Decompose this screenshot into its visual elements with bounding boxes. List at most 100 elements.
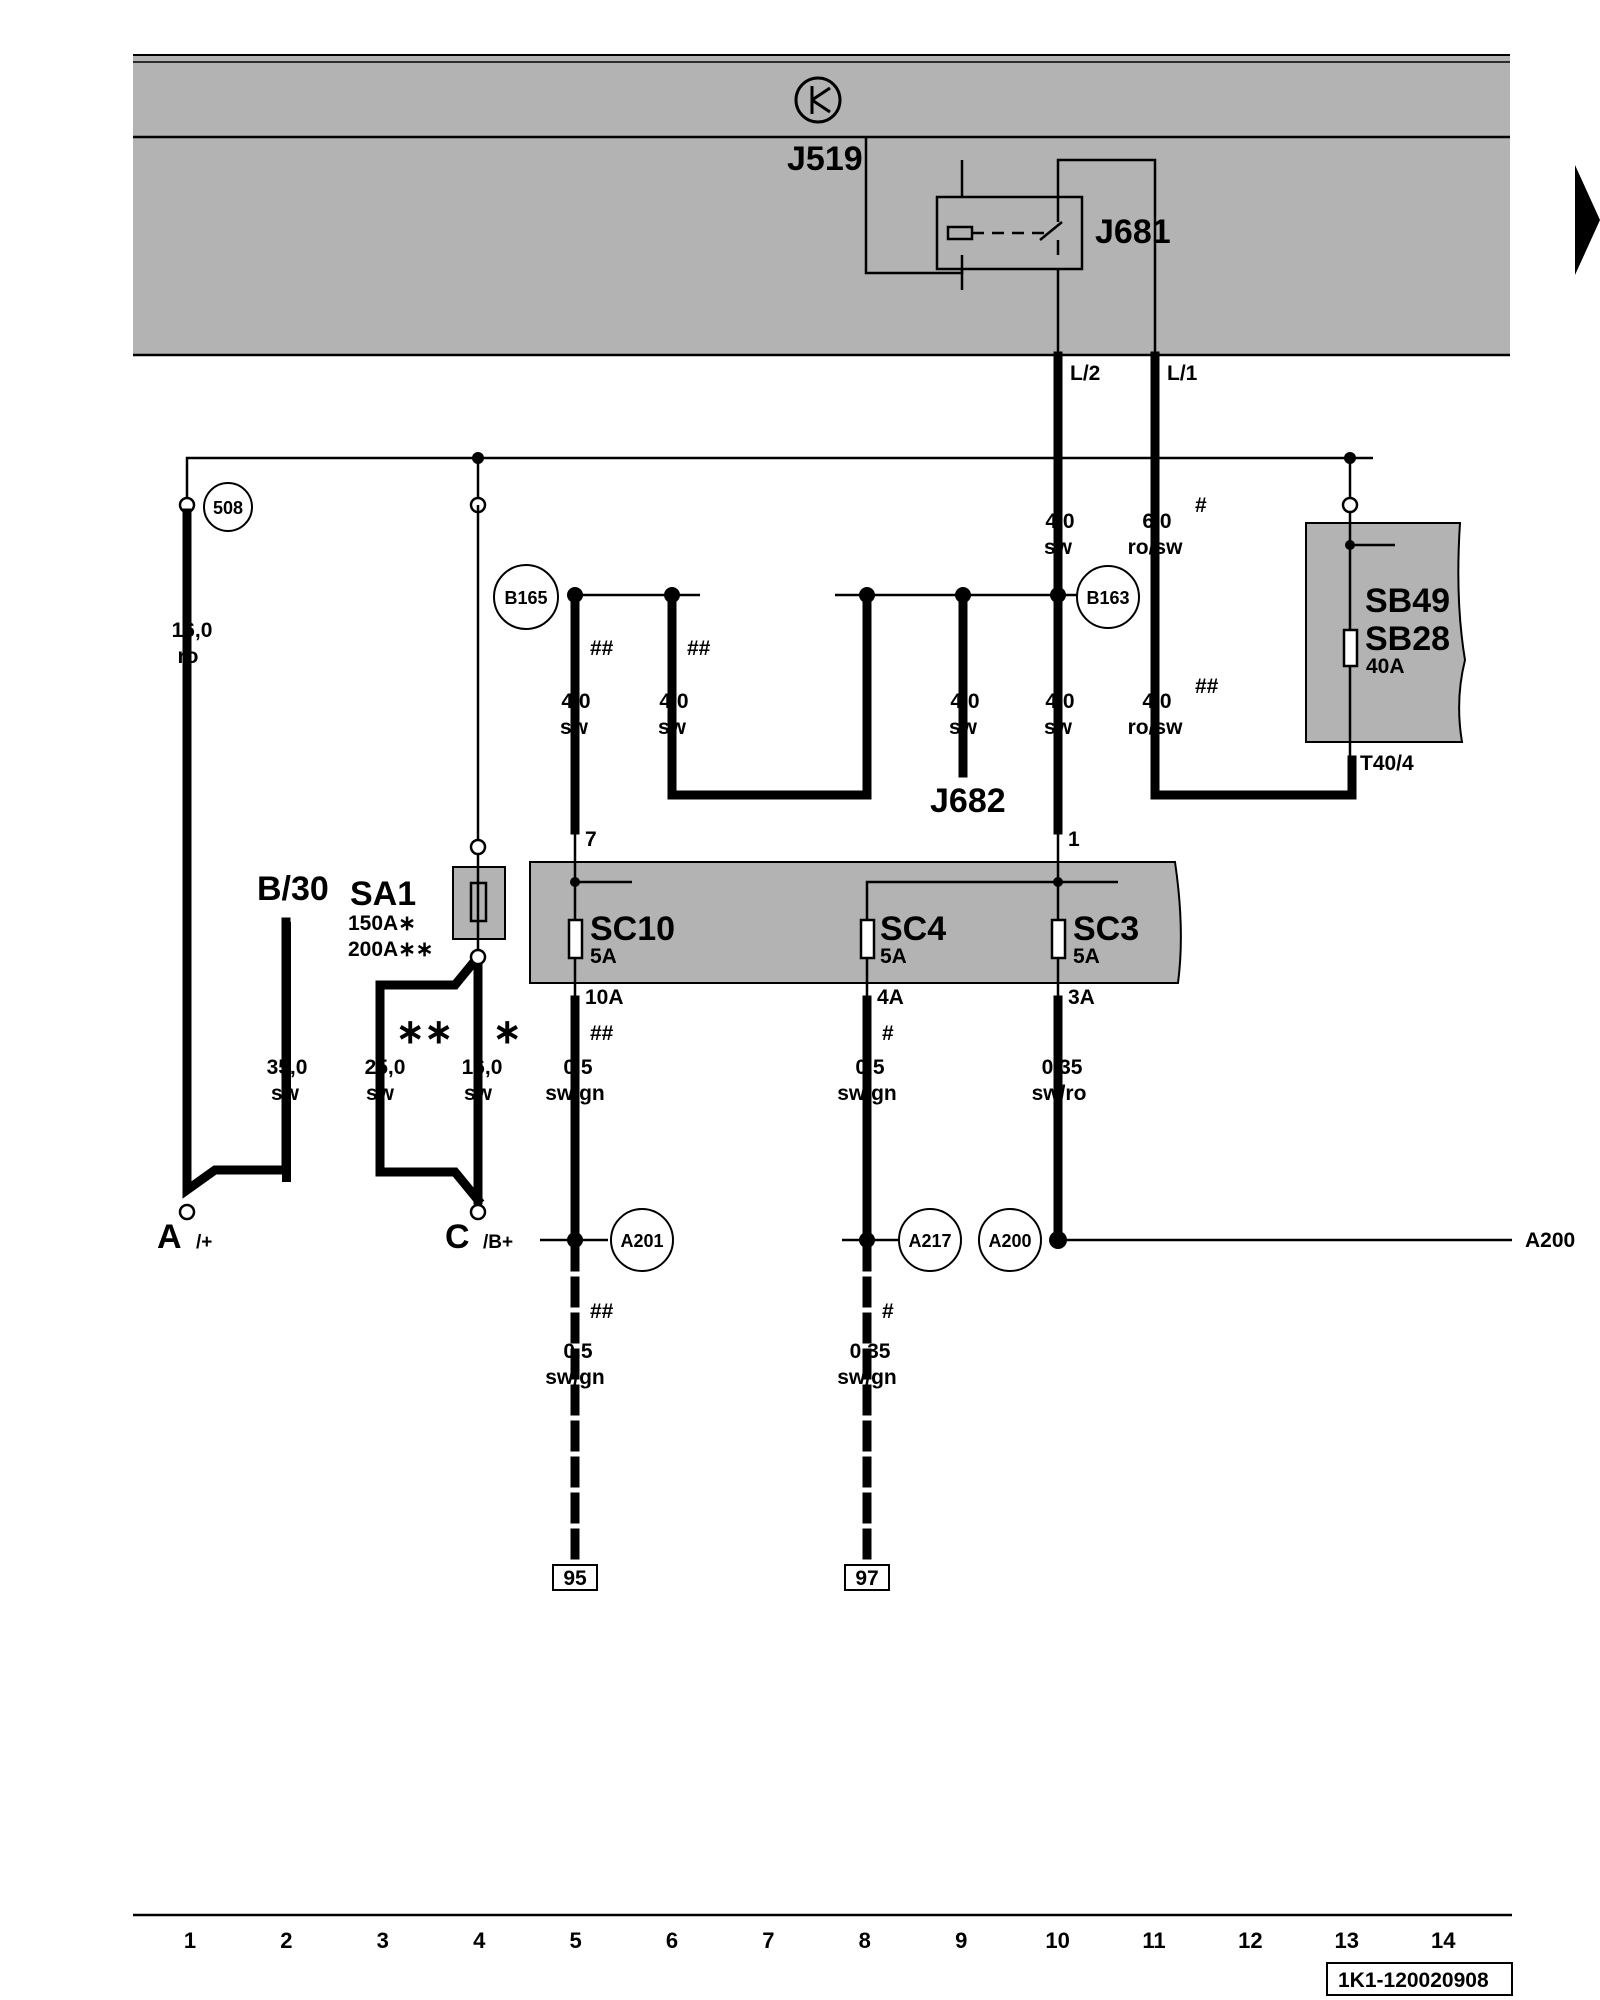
wire-size: 16,0 <box>172 619 213 642</box>
wire-size: 6,0 <box>1142 510 1171 533</box>
terminal-a-sub: /+ <box>196 1232 212 1253</box>
mark-hash: # <box>1195 494 1207 517</box>
connector-508-label: 508 <box>213 498 243 518</box>
wire-size: 0,5 <box>563 1056 593 1079</box>
mark-single: ∗ <box>493 1013 522 1051</box>
sa1-rating-2: 200A∗∗ <box>348 938 433 961</box>
control-unit-j519: J519 J681 <box>133 54 1510 357</box>
pin-7: 7 <box>585 828 597 851</box>
j682-label: J682 <box>930 782 1006 820</box>
terminal-a: A <box>157 1218 182 1256</box>
pin-1: 1 <box>1068 828 1080 851</box>
connector-b163-label: B163 <box>1086 588 1129 608</box>
fuse-bar-sc <box>529 833 1182 1005</box>
column-number: 5 <box>569 1928 581 1953</box>
electronic-symbol-icon <box>794 76 842 124</box>
pin-3a: 3A <box>1068 986 1095 1009</box>
column-number: 3 <box>377 1928 389 1953</box>
connector-a201: A201 <box>610 1208 674 1272</box>
wire-size: 4,0 <box>1045 510 1074 533</box>
wire-size: 0,35 <box>850 1340 891 1363</box>
wire-size: 4,0 <box>950 690 979 713</box>
column-number: 7 <box>762 1928 774 1953</box>
connector-a217: A217 <box>898 1208 962 1272</box>
pin-10a: 10A <box>585 986 624 1009</box>
column-number: 8 <box>859 1928 871 1953</box>
mark-dhash: ## <box>687 637 711 660</box>
mark-dhash: ## <box>1195 675 1219 698</box>
ref-97: 97 <box>844 1564 890 1591</box>
wire-size: 4,0 <box>561 690 590 713</box>
mark-double: ∗∗ <box>396 1013 453 1051</box>
wire-color: sw <box>1044 716 1073 739</box>
column-number: 9 <box>955 1928 967 1953</box>
sc3-rating: 5A <box>1073 945 1100 968</box>
wire-color: sw <box>949 716 978 739</box>
terminal-c: C <box>445 1218 470 1256</box>
sc10-rating: 5A <box>590 945 617 968</box>
mark-dhash: ## <box>590 1022 614 1045</box>
fuse-box-sb <box>1305 513 1467 760</box>
j519-label: J519 <box>787 140 863 178</box>
wire-size: 25,0 <box>365 1056 406 1079</box>
next-page-arrow-icon[interactable] <box>1575 165 1600 275</box>
wire-color: sw/gn <box>837 1082 897 1105</box>
wire-size: 4,0 <box>1142 690 1171 713</box>
wire-size: 4,0 <box>1045 690 1074 713</box>
connector-a201-label: A201 <box>620 1231 663 1251</box>
thin-wires <box>178 505 1512 1249</box>
footnote-marks: # ## ## ## ∗∗ ∗ ## # ## # <box>396 494 1219 1323</box>
mark-dhash: ## <box>590 1300 614 1323</box>
column-number: 1 <box>184 1928 196 1953</box>
column-number: 10 <box>1045 1928 1069 1953</box>
sc3-label: SC3 <box>1073 910 1139 948</box>
column-number: 12 <box>1238 1928 1262 1953</box>
connector-a200-label: A200 <box>988 1231 1031 1251</box>
document-id-label: 1K1-120020908 <box>1338 1969 1489 1992</box>
wire-color: sw/gn <box>545 1082 605 1105</box>
wire-color: sw <box>1044 536 1073 559</box>
wire-size: 0,5 <box>855 1056 885 1079</box>
wire-color: sw/gn <box>837 1366 897 1389</box>
sc4-label: SC4 <box>880 910 946 948</box>
wire-color: sw <box>464 1082 493 1105</box>
mark-dhash: ## <box>590 637 614 660</box>
mark-hash: # <box>882 1300 894 1323</box>
relay-j681 <box>935 195 1084 271</box>
wire-color: ro/sw <box>1128 536 1184 559</box>
sb49-label: SB49 <box>1365 582 1450 620</box>
wire-size: 16,0 <box>462 1056 503 1079</box>
wire-color: sw <box>560 716 589 739</box>
wire-size: 0,35 <box>1042 1056 1083 1079</box>
wire-color: sw <box>658 716 687 739</box>
sc4-rating: 5A <box>880 945 907 968</box>
terminal-c-sub: /B+ <box>483 1232 513 1253</box>
connector-a217-label: A217 <box>908 1231 951 1251</box>
column-number: 4 <box>473 1928 486 1953</box>
wire-labels: 16,0 ro 35,0 sw 25,0 sw 16,0 sw 4,0 sw 4… <box>172 510 1184 1389</box>
wire-color: sw/ro <box>1032 1082 1087 1105</box>
connector-b165: B165 <box>493 564 559 630</box>
terminal-l2: L/2 <box>1070 362 1100 385</box>
wire-size: 35,0 <box>267 1056 308 1079</box>
document-id: 1K1-120020908 <box>1326 1962 1513 1996</box>
ref-95: 95 <box>552 1564 598 1591</box>
connector-b163: B163 <box>1076 565 1140 629</box>
sb28-label: SB28 <box>1365 620 1450 658</box>
column-number: 6 <box>666 1928 678 1953</box>
a200-right-label: A200 <box>1525 1229 1575 1252</box>
column-number: 14 <box>1431 1928 1456 1953</box>
sb-rating: 40A <box>1366 655 1405 678</box>
pin-4a: 4A <box>877 986 904 1009</box>
fuse-sa1 <box>452 838 506 966</box>
wire-color: ro/sw <box>1128 716 1184 739</box>
column-number: 11 <box>1142 1928 1165 1953</box>
ref-97-label: 97 <box>855 1567 878 1590</box>
connector-a200: A200 <box>978 1208 1042 1272</box>
column-number: 13 <box>1335 1928 1359 1953</box>
wire-color: ro <box>178 645 199 668</box>
j681-label: J681 <box>1095 213 1171 251</box>
t40-4-label: T40/4 <box>1360 752 1414 775</box>
sa1-rating-1: 150A∗ <box>348 912 416 935</box>
